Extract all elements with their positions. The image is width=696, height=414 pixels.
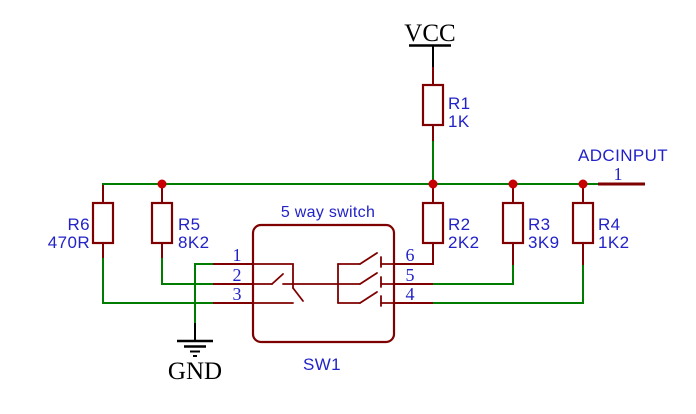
wire-r5-to-pin2[interactable]: [161, 257, 214, 285]
vcc-symbol[interactable]: VCC: [404, 20, 456, 67]
resistor-value-label: 470R: [48, 233, 90, 252]
contact-row6-blade: [359, 252, 378, 265]
wires: [102, 140, 598, 324]
resistor-r4[interactable]: R4 1K2: [571, 201, 629, 252]
switch-pin-label-1: 1: [233, 245, 242, 265]
terminal-pin-label: 1: [614, 164, 623, 184]
gnd-label: GND: [168, 358, 222, 385]
resistor-r5[interactable]: R5 8K2: [150, 201, 209, 252]
resistor-ref-label: R4: [598, 215, 621, 234]
resistor-value-label: 1K2: [598, 233, 629, 252]
junction-dot: [157, 179, 167, 189]
terminal-name-label: ADCINPUT: [578, 146, 668, 165]
resistor-body[interactable]: [421, 83, 445, 127]
resistor-ref-label: R5: [178, 215, 201, 234]
switch-title-label: 5 way switch: [281, 204, 375, 221]
resistor-ref-label: R2: [448, 215, 471, 234]
contact-pole1-blade: [292, 287, 304, 302]
resistor-body[interactable]: [421, 201, 445, 245]
wire-pin5-to-r3[interactable]: [433, 264, 514, 285]
contact-pole1-line: [252, 263, 294, 289]
resistor-value-label: 3K9: [528, 233, 559, 252]
resistor-r2[interactable]: R2 2K2: [421, 201, 479, 252]
resistor-ref-label: R1: [448, 94, 471, 113]
junction-dot: [508, 179, 518, 189]
adcinput-terminal[interactable]: ADCINPUT 1: [578, 146, 668, 186]
resistor-value-label: 2K2: [448, 233, 479, 252]
junction-dot: [578, 179, 588, 189]
resistor-body[interactable]: [91, 201, 115, 245]
resistor-body[interactable]: [150, 201, 174, 245]
switch-pin-label-3: 3: [233, 284, 242, 304]
switch-contacts: [252, 252, 395, 307]
resistor-value-label: 8K2: [178, 233, 209, 252]
contact-row4-blade: [359, 291, 378, 304]
wire-pin1-to-gnd[interactable]: [194, 263, 214, 324]
switch-pin-label-5: 5: [406, 265, 415, 285]
switch-pin-label-6: 6: [406, 245, 415, 265]
contact-row5-blade: [359, 272, 378, 285]
junction-dot: [428, 179, 438, 189]
gnd-symbol[interactable]: GND: [168, 323, 222, 385]
wire-pin4-to-r4[interactable]: [433, 264, 584, 304]
resistor-ref-label: R6: [67, 215, 90, 234]
junction-dots: [157, 179, 588, 189]
switch-pin-label-2: 2: [233, 265, 242, 285]
switch-pin-label-4: 4: [406, 284, 415, 304]
pin-stubs: [102, 67, 584, 304]
resistor-r6[interactable]: R6 470R: [48, 201, 115, 252]
resistor-body[interactable]: [501, 201, 525, 245]
resistor-r3[interactable]: R3 3K9: [501, 201, 559, 252]
contact-pin2-blade: [271, 273, 284, 285]
resistor-value-label: 1K: [448, 112, 470, 131]
resistor-ref-label: R3: [528, 215, 551, 234]
vcc-label: VCC: [404, 20, 455, 47]
switch-ref-label: SW1: [303, 355, 341, 374]
resistor-body[interactable]: [571, 201, 595, 245]
switch-sw1[interactable]: 5 way switch SW1: [233, 204, 415, 374]
wire-r6-to-pin3[interactable]: [102, 257, 214, 304]
resistor-r1[interactable]: R1 1K: [421, 83, 471, 131]
